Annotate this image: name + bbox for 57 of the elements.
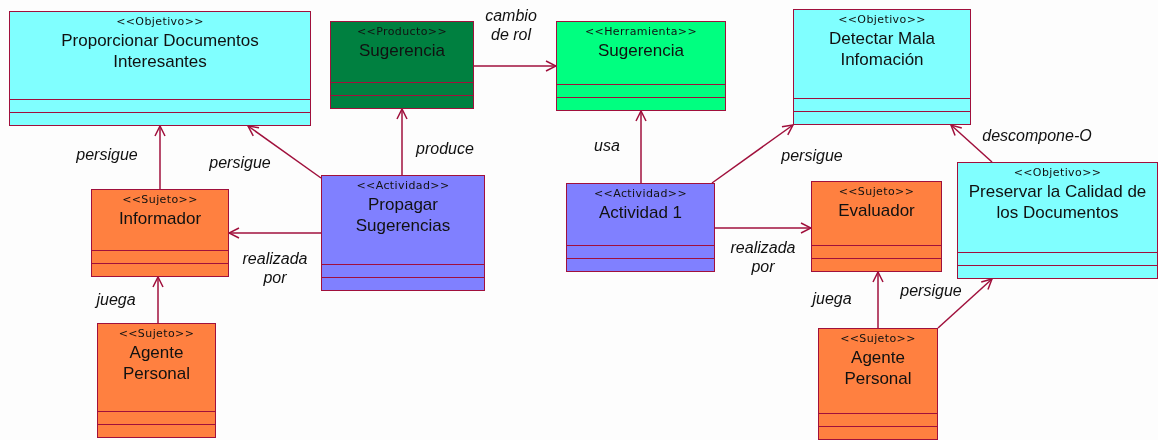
stereotype-label: <<Sujeto>>	[838, 185, 915, 198]
edge-label: realizada por	[241, 249, 309, 287]
class-name: Evaluador	[837, 200, 916, 221]
arrow	[635, 110, 647, 184]
arrow	[872, 271, 884, 329]
class-box	[330, 21, 474, 109]
arrow	[154, 125, 166, 190]
edge-label: produce	[414, 139, 475, 158]
edge-label: juega	[809, 289, 853, 308]
class-name: Propagar Sugerencias	[354, 194, 452, 236]
stereotype-label: <<Actividad>>	[593, 187, 688, 200]
class-name: Agente Personal	[121, 342, 192, 384]
stereotype-label: <<Actividad>>	[356, 179, 450, 192]
class-name: Detectar Mala Infomación	[828, 28, 936, 70]
class-box	[957, 162, 1158, 279]
edge-label: persigue	[780, 146, 844, 165]
class-box	[9, 11, 311, 126]
class-box	[556, 21, 726, 111]
edge-label: persigue	[208, 153, 272, 172]
stereotype-label: <<Producto>>	[356, 25, 448, 38]
arrow	[396, 108, 408, 176]
class-box	[321, 175, 485, 291]
edge-label: persigue	[899, 281, 963, 300]
stereotype-label: <<Objetivo>>	[838, 13, 926, 26]
arrow	[247, 125, 322, 179]
edge-label: usa	[593, 136, 621, 155]
stereotype-label: <<Sujeto>>	[118, 327, 195, 340]
edge-label: descompone-O	[981, 126, 1093, 145]
class-box	[811, 181, 942, 272]
class-name: Proporcionar Documentos Interesantes	[60, 30, 260, 72]
edge-label: persigue	[75, 145, 139, 164]
class-box	[97, 323, 216, 438]
edge-label: cambio de rol	[484, 6, 538, 44]
arrow	[711, 124, 794, 184]
class-box	[793, 9, 971, 125]
stereotype-label: <<Sujeto>>	[122, 193, 198, 206]
stereotype-label: <<Objetivo>>	[116, 15, 204, 28]
stereotype-label: <<Sujeto>>	[840, 332, 916, 345]
class-name: Sugerencia	[597, 40, 685, 61]
class-box	[566, 183, 715, 272]
arrow	[152, 276, 164, 324]
stereotype-label: <<Herramienta>>	[584, 25, 698, 38]
class-name: Preservar la Calidad de los Documentos	[967, 181, 1148, 223]
arrow	[714, 222, 812, 234]
arrow	[473, 60, 557, 72]
arrow	[228, 227, 322, 239]
class-name: Sugerencia	[358, 40, 446, 61]
class-name: Actividad 1	[597, 202, 684, 223]
class-name: Informador	[117, 208, 203, 229]
edge-label: realizada por	[729, 238, 797, 276]
class-box	[818, 328, 938, 440]
edge-label: juega	[93, 290, 137, 309]
class-name: Agente Personal	[843, 347, 913, 389]
arrow	[937, 278, 993, 329]
class-box	[91, 189, 229, 277]
arrow	[950, 124, 993, 163]
stereotype-label: <<Objetivo>>	[1013, 166, 1102, 179]
